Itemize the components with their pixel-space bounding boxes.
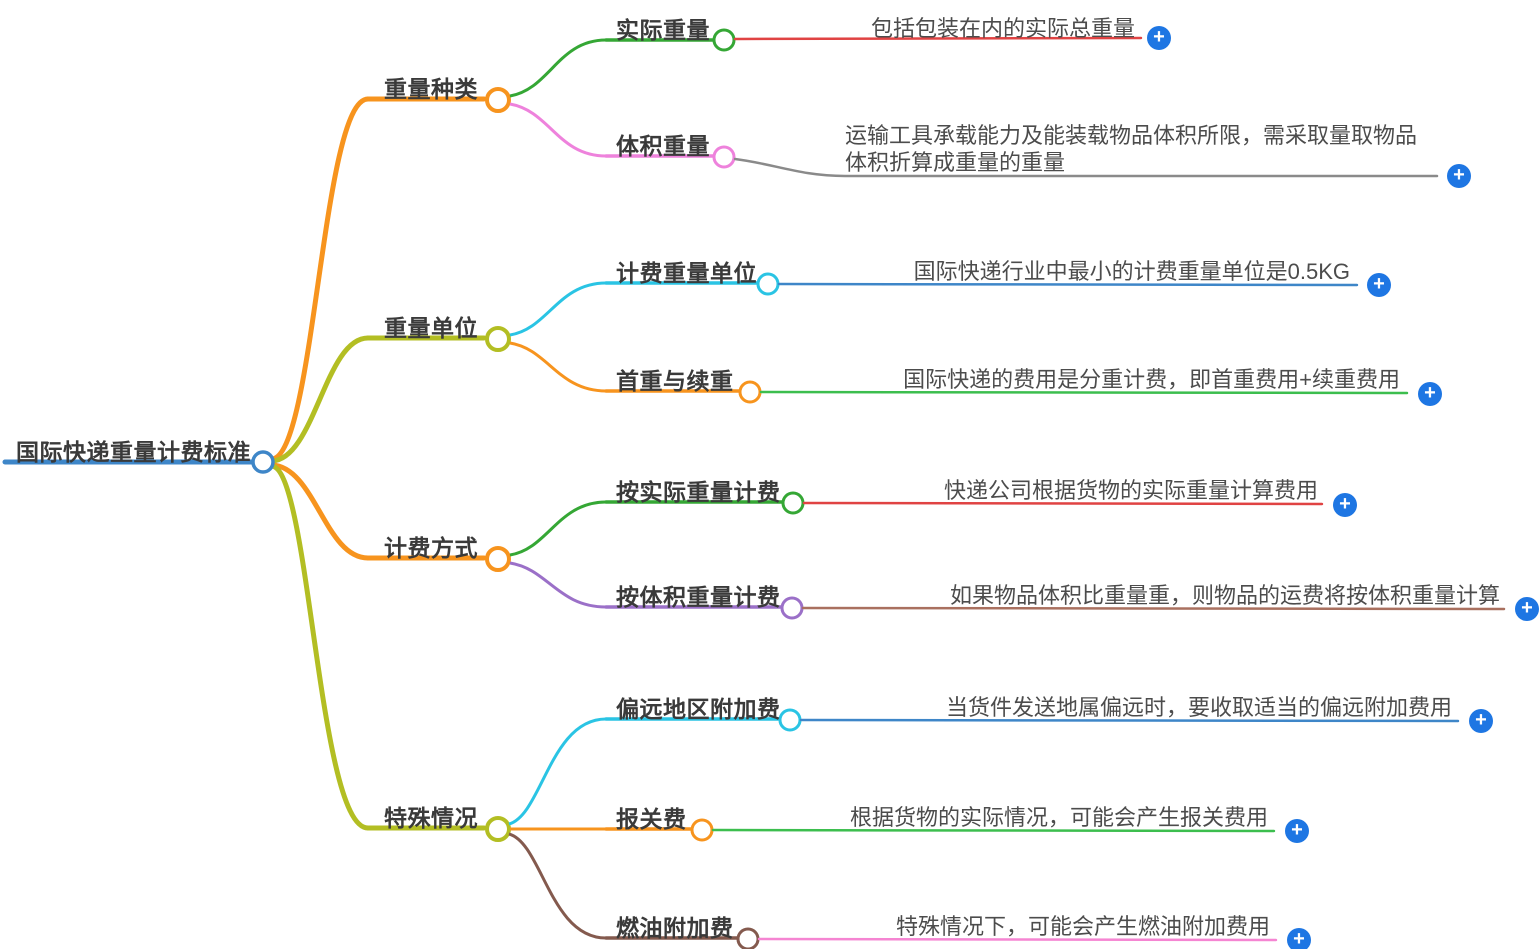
add-node-button-actual-weight[interactable]: + (1147, 26, 1171, 50)
toggle-billing-methods[interactable] (485, 546, 511, 572)
toggle-volumetric-weight[interactable] (712, 145, 736, 169)
leaf-label-billing-weight-unit[interactable]: 计费重量单位 (616, 260, 757, 286)
branch-label-weight-units[interactable]: 重量单位 (384, 315, 478, 341)
leaf-label-by-volumetric-weight[interactable]: 按体积重量计费 (616, 584, 781, 610)
add-node-button-by-actual-weight[interactable]: + (1333, 493, 1357, 517)
leaf-label-by-actual-weight[interactable]: 按实际重量计费 (616, 479, 781, 505)
root-toggle-circle[interactable] (251, 450, 275, 474)
desc-line-customs-fee (711, 828, 1276, 833)
desc-volumetric-weight[interactable]: 运输工具承载能力及能装载物品体积所限，需采取量取物品体积折算成重量的重量 (845, 123, 1418, 175)
add-node-button-customs-fee[interactable]: + (1285, 819, 1309, 843)
connector-root-weight-units (269, 335, 371, 464)
desc-by-actual-weight[interactable]: 快递公司根据货物的实际重量计算费用 (943, 478, 1318, 503)
add-node-button-volumetric-weight[interactable]: + (1447, 164, 1471, 188)
connector-fuel-surcharge (508, 832, 607, 940)
desc-remote-area-surcharge[interactable]: 当货件发送地属偏远时，要收取适当的偏远附加费用 (945, 695, 1452, 720)
leaf-label-first-additional-weight[interactable]: 首重与续重 (616, 368, 734, 394)
desc-line-by-volumetric-weight (801, 606, 1506, 611)
connector-root-special-cases (269, 463, 371, 831)
add-node-button-fuel-surcharge[interactable]: + (1287, 928, 1311, 949)
connector-remote-area-surcharge (508, 717, 607, 826)
branch-label-billing-methods[interactable]: 计费方式 (384, 535, 478, 561)
connector-by-volumetric-weight (509, 561, 607, 609)
desc-by-volumetric-weight[interactable]: 如果物品体积比重量重，则物品的运费将按体积重量计算 (949, 583, 1500, 608)
leaf-label-remote-area-surcharge[interactable]: 偏远地区附加费 (616, 696, 781, 722)
add-node-button-billing-weight-unit[interactable]: + (1367, 273, 1391, 297)
leaf-label-fuel-surcharge[interactable]: 燃油附加费 (616, 915, 734, 941)
leaf-label-actual-weight[interactable]: 实际重量 (616, 17, 710, 43)
desc-line-by-actual-weight (802, 501, 1324, 506)
leaf-label-volumetric-weight[interactable]: 体积重量 (616, 133, 710, 159)
connector-actual-weight (509, 38, 607, 98)
toggle-first-additional-weight[interactable] (738, 380, 762, 404)
desc-actual-weight[interactable]: 包括包装在内的实际总重量 (870, 16, 1135, 41)
toggle-billing-weight-unit[interactable] (756, 272, 780, 296)
desc-fuel-surcharge[interactable]: 特殊情况下，可能会产生燃油附加费用 (895, 914, 1270, 939)
desc-customs-fee[interactable]: 根据货物的实际情况，可能会产生报关费用 (849, 805, 1268, 830)
branch-label-weight-types[interactable]: 重量种类 (384, 76, 478, 102)
desc-line-fuel-surcharge (757, 937, 1278, 942)
connector-by-actual-weight (509, 500, 607, 557)
toggle-by-volumetric-weight[interactable] (780, 596, 804, 620)
branch-label-special-cases[interactable]: 特殊情况 (384, 805, 478, 831)
connector-root-weight-types (269, 96, 371, 462)
toggle-remote-area-surcharge[interactable] (778, 708, 802, 732)
connector-volumetric-weight (509, 102, 607, 158)
toggle-fuel-surcharge[interactable] (736, 927, 760, 949)
desc-billing-weight-unit[interactable]: 国际快递行业中最小的计费重量单位是0.5KG (913, 259, 1350, 284)
toggle-weight-types[interactable] (485, 87, 511, 113)
add-node-button-first-additional-weight[interactable]: + (1418, 382, 1442, 406)
connector-root-billing-methods (269, 462, 371, 561)
connector-first-additional-weight (509, 341, 607, 393)
desc-line-remote-area-surcharge (799, 718, 1460, 723)
toggle-by-actual-weight[interactable] (781, 491, 805, 515)
connector-billing-weight-unit (509, 281, 607, 337)
root-node-label[interactable]: 国际快递重量计费标准 (16, 439, 251, 465)
toggle-special-cases[interactable] (485, 816, 511, 842)
desc-line-billing-weight-unit (777, 282, 1359, 287)
desc-line-volumetric-weight (733, 157, 1439, 178)
toggle-customs-fee[interactable] (690, 818, 714, 842)
leaf-label-customs-fee[interactable]: 报关费 (616, 806, 687, 832)
desc-line-actual-weight (733, 36, 1143, 41)
add-node-button-by-volumetric-weight[interactable]: + (1515, 597, 1539, 621)
add-node-button-remote-area-surcharge[interactable]: + (1469, 709, 1493, 733)
desc-line-first-additional-weight (759, 390, 1409, 395)
toggle-actual-weight[interactable] (712, 28, 736, 52)
toggle-weight-units[interactable] (485, 326, 511, 352)
desc-first-additional-weight[interactable]: 国际快递的费用是分重计费，即首重费用+续重费用 (903, 367, 1400, 392)
